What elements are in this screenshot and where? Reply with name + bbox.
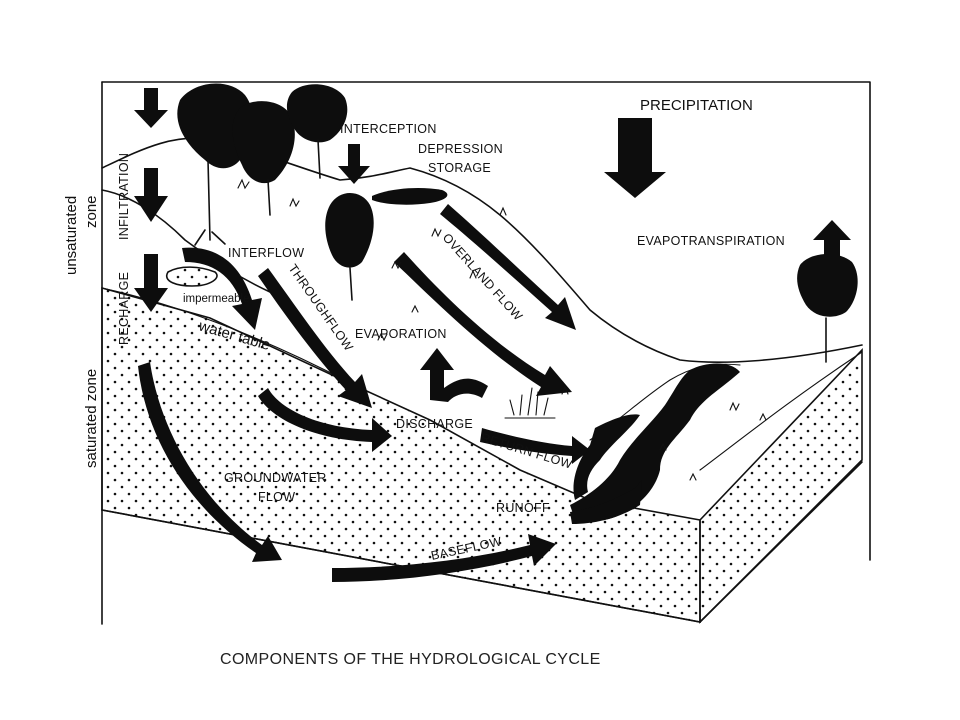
runoff-arrow-icon (570, 480, 642, 524)
label-evaporation: EVAPORATION (355, 327, 447, 341)
evaporation-arrow-icon (420, 348, 488, 402)
tree-icon (797, 254, 858, 363)
label-saturated-zone: saturated zone (83, 369, 100, 468)
evapotranspiration-arrow-icon (813, 220, 851, 258)
label-interception: INTERCEPTION (340, 122, 437, 136)
stream-channel (570, 363, 740, 522)
baseflow-arrow-icon (332, 534, 556, 582)
tree-icon (232, 101, 295, 216)
grass-tufts (237, 178, 767, 481)
label-interflow: INTERFLOW (228, 246, 304, 260)
infiltration-arrow-icon (134, 88, 168, 128)
groundwater-flow-arrow-icon (138, 362, 282, 562)
saturated-zone-block (101, 286, 863, 624)
label-impermeable: impermeable (183, 293, 249, 305)
impermeable-layer (165, 266, 218, 287)
interception-arrow-icon (338, 144, 370, 184)
label-evapotranspiration: EVAPOTRANSPIRATION (637, 234, 785, 248)
precipitation-arrow-icon (604, 118, 666, 198)
label-infiltration: INFILTRATION (117, 153, 131, 240)
depression-storage-puddle (372, 188, 448, 205)
tree-icon (177, 83, 253, 246)
tree-icon (286, 84, 348, 179)
overland-flow-arrow-icon (394, 252, 572, 396)
label-depression-storage-1: DEPRESSION (418, 142, 503, 156)
label-discharge: DISCHARGE (396, 417, 473, 431)
return-flow-arrow-icon (480, 428, 590, 464)
infiltration-arrow-icon (134, 168, 168, 222)
label-runoff: RUNOFF (496, 501, 550, 515)
throughflow-arrow-icon (258, 268, 372, 408)
label-depression-storage-2: STORAGE (428, 161, 491, 175)
label-unsaturated-zone-2: zone (83, 195, 100, 228)
recharge-arrow-icon (134, 254, 168, 312)
label-unsaturated-zone-1: unsaturated (63, 196, 80, 275)
overland-flow-arrow-icon (440, 204, 576, 330)
diagram-caption: COMPONENTS OF THE HYDROLOGICAL CYCLE (220, 651, 601, 668)
label-recharge: RECHARGE (117, 272, 131, 345)
label-groundwater-flow-1: GROUNDWATER (224, 471, 327, 485)
groundwater-flow-arrow-icon (258, 388, 392, 452)
reeds-icon (504, 387, 556, 419)
label-precipitation: PRECIPITATION (640, 97, 753, 114)
interflow-arrow-icon (182, 247, 262, 330)
tree-icon (325, 192, 374, 301)
label-groundwater-flow-2: FLOW (258, 490, 295, 504)
